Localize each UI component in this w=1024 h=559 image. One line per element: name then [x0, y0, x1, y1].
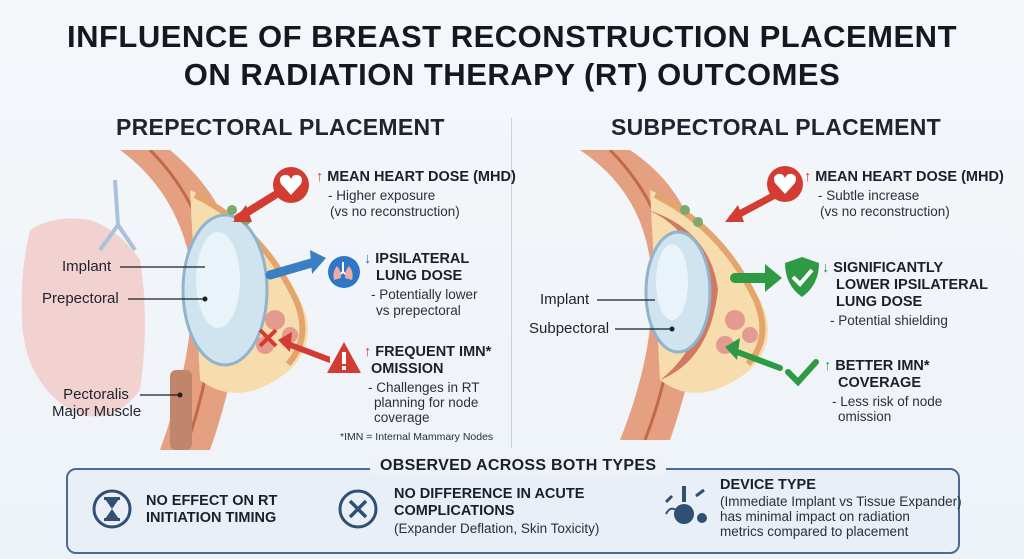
panel-divider — [511, 118, 512, 448]
right-lung-sub1: - Potential shielding — [830, 313, 948, 328]
device-type-sub2: has minimal impact on radiation — [720, 509, 910, 524]
left-lung-sub2: vs prepectoral — [376, 303, 461, 318]
left-imn-sub1: - Challenges in RT — [368, 380, 480, 395]
device-type-title: DEVICE TYPE — [720, 477, 816, 493]
page-title: INFLUENCE OF BREAST RECONSTRUCTION PLACE… — [0, 18, 1024, 94]
no-difference-title1: NO DIFFERENCE IN ACUTE — [394, 486, 585, 502]
left-imn-title2: OMISSION — [371, 361, 444, 377]
left-mhd-sub1: - Higher exposure — [328, 188, 436, 203]
shield-check-icon — [785, 257, 819, 297]
right-lung-title2: LOWER IPSILATERAL — [836, 277, 988, 293]
no-effect-title2: INITIATION TIMING — [146, 510, 277, 526]
right-imn-title2: COVERAGE — [838, 375, 921, 391]
right-lung-title3: LUNG DOSE — [836, 294, 923, 310]
right-imn-sub2: omission — [838, 409, 892, 424]
pectoralis-label: Pectoralis Major Muscle — [52, 386, 142, 420]
left-lung-title: ↓ IPSILATERAL — [364, 251, 470, 267]
prepectoral-heading: PREPECTORAL PLACEMENT — [116, 114, 445, 140]
title-line-1: INFLUENCE OF BREAST RECONSTRUCTION PLACE… — [67, 19, 957, 54]
observed-heading: OBSERVED ACROSS BOTH TYPES — [370, 457, 667, 475]
title-line-2: ON RADIATION THERAPY (RT) OUTCOMES — [183, 57, 841, 92]
x-circle-icon — [338, 489, 378, 529]
no-difference-sub: (Expander Deflation, Skin Toxicity) — [394, 521, 600, 536]
left-imn-sub3: coverage — [374, 410, 430, 425]
right-imn-title: ↑ BETTER IMN* — [824, 358, 930, 374]
prepectoral-anatomy-illustration — [21, 150, 330, 450]
left-lung-title2: LUNG DOSE — [376, 268, 463, 284]
right-imn-sub1: - Less risk of node — [832, 394, 943, 409]
right-mhd-sub2: (vs no reconstruction) — [820, 204, 950, 219]
subpectoral-label: Subpectoral — [529, 320, 610, 337]
device-type-sub3: metrics compared to placement — [720, 524, 909, 539]
implant-label-left: Implant — [62, 258, 112, 275]
warning-icon — [327, 342, 361, 373]
right-mhd-title: ↑ MEAN HEART DOSE (MHD) — [804, 169, 1004, 185]
observed-both-types-box — [66, 468, 960, 554]
right-mhd-sub1: - Subtle increase — [818, 188, 920, 203]
left-imn-title: ↑ FREQUENT IMN* — [364, 344, 492, 360]
device-type-sub1: (Immediate Implant vs Tissue Expander) — [720, 494, 962, 509]
subpectoral-anatomy-illustration — [580, 150, 783, 440]
device-icon — [664, 486, 707, 524]
imn-footnote: *IMN = Internal Mammary Nodes — [340, 431, 494, 443]
left-mhd-title: ↑ MEAN HEART DOSE (MHD) — [316, 169, 516, 185]
implant-label-right: Implant — [540, 291, 590, 308]
right-lung-title: ↓ SIGNIFICANTLY — [822, 260, 944, 276]
lungs-icon — [328, 256, 360, 288]
subpectoral-heading: SUBPECTORAL PLACEMENT — [611, 114, 942, 140]
prepectoral-label: Prepectoral — [42, 290, 119, 307]
left-mhd-sub2: (vs no reconstruction) — [330, 204, 460, 219]
no-difference-title2: COMPLICATIONS — [394, 503, 515, 519]
no-effect-title1: NO EFFECT ON RT — [146, 493, 278, 509]
left-imn-sub2: planning for node — [374, 395, 479, 410]
checkmark-icon — [785, 359, 819, 387]
heart-icon — [767, 166, 803, 202]
hourglass-icon — [92, 489, 132, 529]
left-lung-sub1: - Potentially lower — [371, 287, 478, 302]
heart-icon — [273, 167, 309, 203]
